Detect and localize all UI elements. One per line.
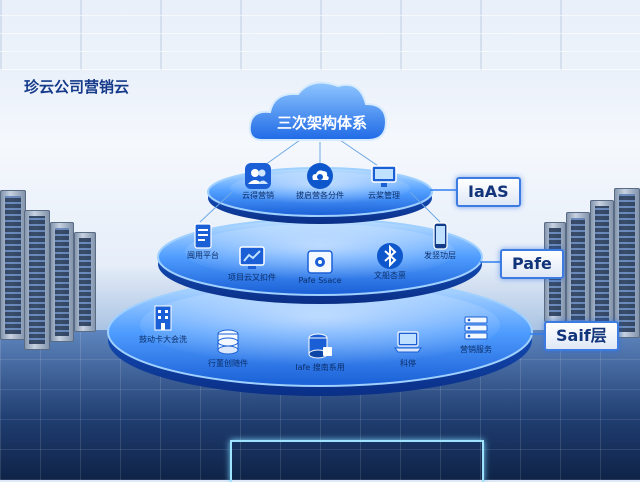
tier-top-item-label: 云桨管理 [368,191,400,200]
document-icon[interactable] [189,222,217,250]
tier-top-item-label: 拔启营各分件 [296,191,344,200]
monitor-chart-icon[interactable] [238,244,266,272]
tier-top-item-label: 云得营销 [242,191,274,200]
cloud-title: 三次架构体系 [276,114,367,132]
tag-connectors [430,189,544,335]
users-icon[interactable] [244,162,272,190]
tier-middle-item-label: 项目云又扣件 [228,273,276,282]
tier-middle-item-label: 文船杏禀 [374,271,406,280]
server-rack-left-1 [0,190,26,340]
tier-bottom-item-label: 营销服务 [460,345,492,354]
tier-bottom-item-label: 行董创随件 [208,359,248,368]
server-rack-right-3 [590,200,614,340]
laptop-icon[interactable] [394,328,422,356]
database-lock-icon[interactable] [306,332,334,360]
tier-bottom-item-label: 鼓动卡大会洗 [139,335,187,344]
server-rack-left-2 [24,210,50,350]
tier-middle-item-label: Pafe Ssace [298,276,342,285]
cloud-shape [248,81,388,141]
server-rack-left-3 [50,222,74,342]
database-icon[interactable] [214,328,242,356]
server-rack-right-4 [614,188,640,338]
tier-bottom-tag: Saif层 [544,321,619,351]
tier-middle-tag: Pafe [500,249,564,279]
tier-middle-item-label: 发竖功层 [424,251,456,260]
gear-box-icon[interactable] [306,248,334,276]
brand-title: 珍云公司营销云 [24,78,130,96]
ceiling-lights [0,0,640,70]
server-stack-icon[interactable] [462,314,490,342]
cloud-sync-icon[interactable] [306,162,334,190]
tier-top-tag: IaAS [456,177,521,207]
building-icon[interactable] [149,304,177,332]
server-rack-right-2 [566,212,590,332]
floor-light-lines [230,440,484,482]
bluetooth-icon[interactable] [376,242,404,270]
monitor-icon[interactable] [370,162,398,190]
server-rack-left-4 [74,232,96,332]
smartphone-icon[interactable] [426,222,454,250]
tier-bottom-item-label: Iafe 搜南系用 [295,363,345,372]
tier-middle-item-label: 闽用平台 [187,251,219,260]
tier-bottom-item-label: 科停 [400,359,416,368]
